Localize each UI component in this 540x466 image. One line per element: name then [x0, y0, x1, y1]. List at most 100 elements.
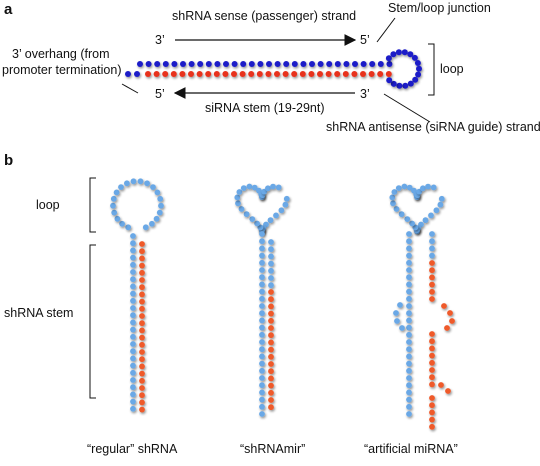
stem-nucleotide — [130, 233, 136, 239]
loop-nucleotide — [111, 209, 118, 216]
stem-nucleotide — [139, 298, 145, 305]
stem-nucleotide — [259, 267, 265, 273]
stem-nucleotide — [130, 398, 136, 405]
stem-nucleotide — [268, 289, 274, 295]
loop-nucleotide — [396, 82, 403, 89]
stem-nucleotide — [259, 389, 265, 396]
stem-nucleotide — [406, 353, 412, 360]
stem-nucleotide — [130, 312, 136, 319]
stem-nucleotide — [259, 288, 265, 295]
bulge-nucleotide — [393, 310, 399, 316]
stem-nucleotide — [139, 377, 145, 384]
stem-nucleotide — [259, 396, 265, 403]
junction-label: Stem/loop junction — [388, 1, 491, 15]
stem-nucleotide — [130, 362, 136, 369]
antisense-nucleotide — [205, 71, 212, 77]
loop-nucleotide — [398, 211, 405, 218]
loop-nucleotide — [437, 201, 444, 208]
sense-nucleotide — [266, 61, 272, 67]
antisense-nucleotide — [213, 71, 220, 77]
antisense-nucleotide — [145, 71, 151, 77]
stem-nucleotide — [259, 295, 265, 302]
stem-nucleotide — [406, 360, 412, 367]
sense-nucleotide — [309, 61, 315, 67]
sense-nucleotide — [343, 61, 350, 67]
stem-nucleotide — [406, 252, 412, 259]
stem-nucleotide — [259, 245, 265, 252]
stem-nucleotide — [139, 370, 145, 377]
loop-nucleotide — [114, 215, 121, 222]
bulge-nucleotide — [399, 325, 405, 331]
stem-nucleotide — [259, 238, 265, 245]
stem-nucleotide — [139, 262, 145, 269]
stem-nucleotide — [259, 303, 265, 309]
antisense-nucleotide — [334, 71, 341, 77]
stem-nucleotide — [268, 275, 274, 281]
stem-nucleotide — [429, 267, 435, 274]
sense-nucleotide — [283, 61, 290, 67]
antisense-nucleotide — [179, 71, 186, 77]
loop-nucleotide — [393, 206, 400, 212]
loop-nucleotide — [156, 209, 163, 216]
bulge-nucleotide — [438, 382, 444, 388]
loop-nucleotide — [389, 194, 396, 201]
caption-artificial-mirna: “artificial miRNA” — [364, 442, 458, 456]
sense-nucleotide — [145, 61, 152, 67]
stem-nucleotide — [406, 375, 412, 381]
stem-nucleotide — [139, 248, 145, 255]
loop-nucleotide — [149, 220, 155, 227]
stem-nucleotide — [259, 411, 265, 417]
antisense-nucleotide — [385, 71, 392, 77]
stem-nucleotide — [429, 409, 435, 416]
antisense-nucleotide — [360, 71, 366, 77]
antisense-nucleotide — [265, 71, 272, 77]
stem-nucleotide — [406, 396, 412, 403]
antisense-nucleotide — [170, 71, 177, 77]
loop-bracket — [428, 43, 435, 96]
stem-nucleotide — [268, 382, 274, 389]
stem-label: shRNA stem — [4, 306, 73, 320]
stem-nucleotide — [139, 363, 145, 370]
loop-nucleotide — [428, 212, 434, 219]
stem-nucleotide — [406, 339, 412, 345]
stem-nucleotide — [268, 325, 274, 331]
loop-nucleotide — [390, 200, 396, 207]
panel-b-letter: b — [4, 152, 13, 169]
loop-nucleotide — [157, 195, 164, 202]
sense-5prime-end: 5’ — [360, 33, 370, 47]
stem-nucleotide — [130, 276, 136, 283]
stem-nucleotide — [130, 326, 136, 333]
stem-nucleotide — [406, 411, 412, 417]
stem-nucleotide — [259, 382, 265, 389]
stem-nucleotide — [130, 283, 136, 290]
stem-nucleotide — [139, 385, 145, 391]
antisense-nucleotide — [274, 71, 280, 77]
stem-nucleotide — [268, 339, 274, 346]
stem-nucleotide — [130, 254, 136, 261]
loop-nucleotide — [411, 54, 418, 61]
antisense-nucleotide — [368, 71, 375, 77]
sense-nucleotide — [137, 61, 143, 67]
bulge-nucleotide — [445, 388, 451, 394]
loop-nucleotide — [254, 220, 260, 227]
stem-nucleotide — [130, 384, 136, 391]
antisense-nucleotide — [291, 71, 298, 77]
antisense-nucleotide — [256, 71, 263, 77]
antisense-nucleotide — [239, 71, 246, 77]
stem-nucleotide — [406, 295, 412, 302]
stem-nucleotide — [406, 324, 412, 331]
loop-nucleotide — [251, 184, 258, 191]
loop-nucleotide — [404, 216, 411, 223]
bulge-nucleotide — [441, 303, 447, 309]
overhang-leader-line — [121, 83, 139, 94]
stem-nucleotide — [429, 352, 435, 359]
sirna-stem-label: siRNA stem (19-29nt) — [205, 101, 324, 115]
sense-nucleotide — [326, 61, 333, 67]
stem-nucleotide — [130, 405, 136, 412]
stem-nucleotide — [268, 282, 274, 289]
stem-nucleotide — [429, 395, 435, 401]
caption-regular-shrna: “regular” shRNA — [87, 442, 178, 456]
stem-nucleotide — [268, 404, 274, 411]
bulge-nucleotide — [449, 318, 455, 324]
sense-nucleotide — [214, 61, 221, 67]
